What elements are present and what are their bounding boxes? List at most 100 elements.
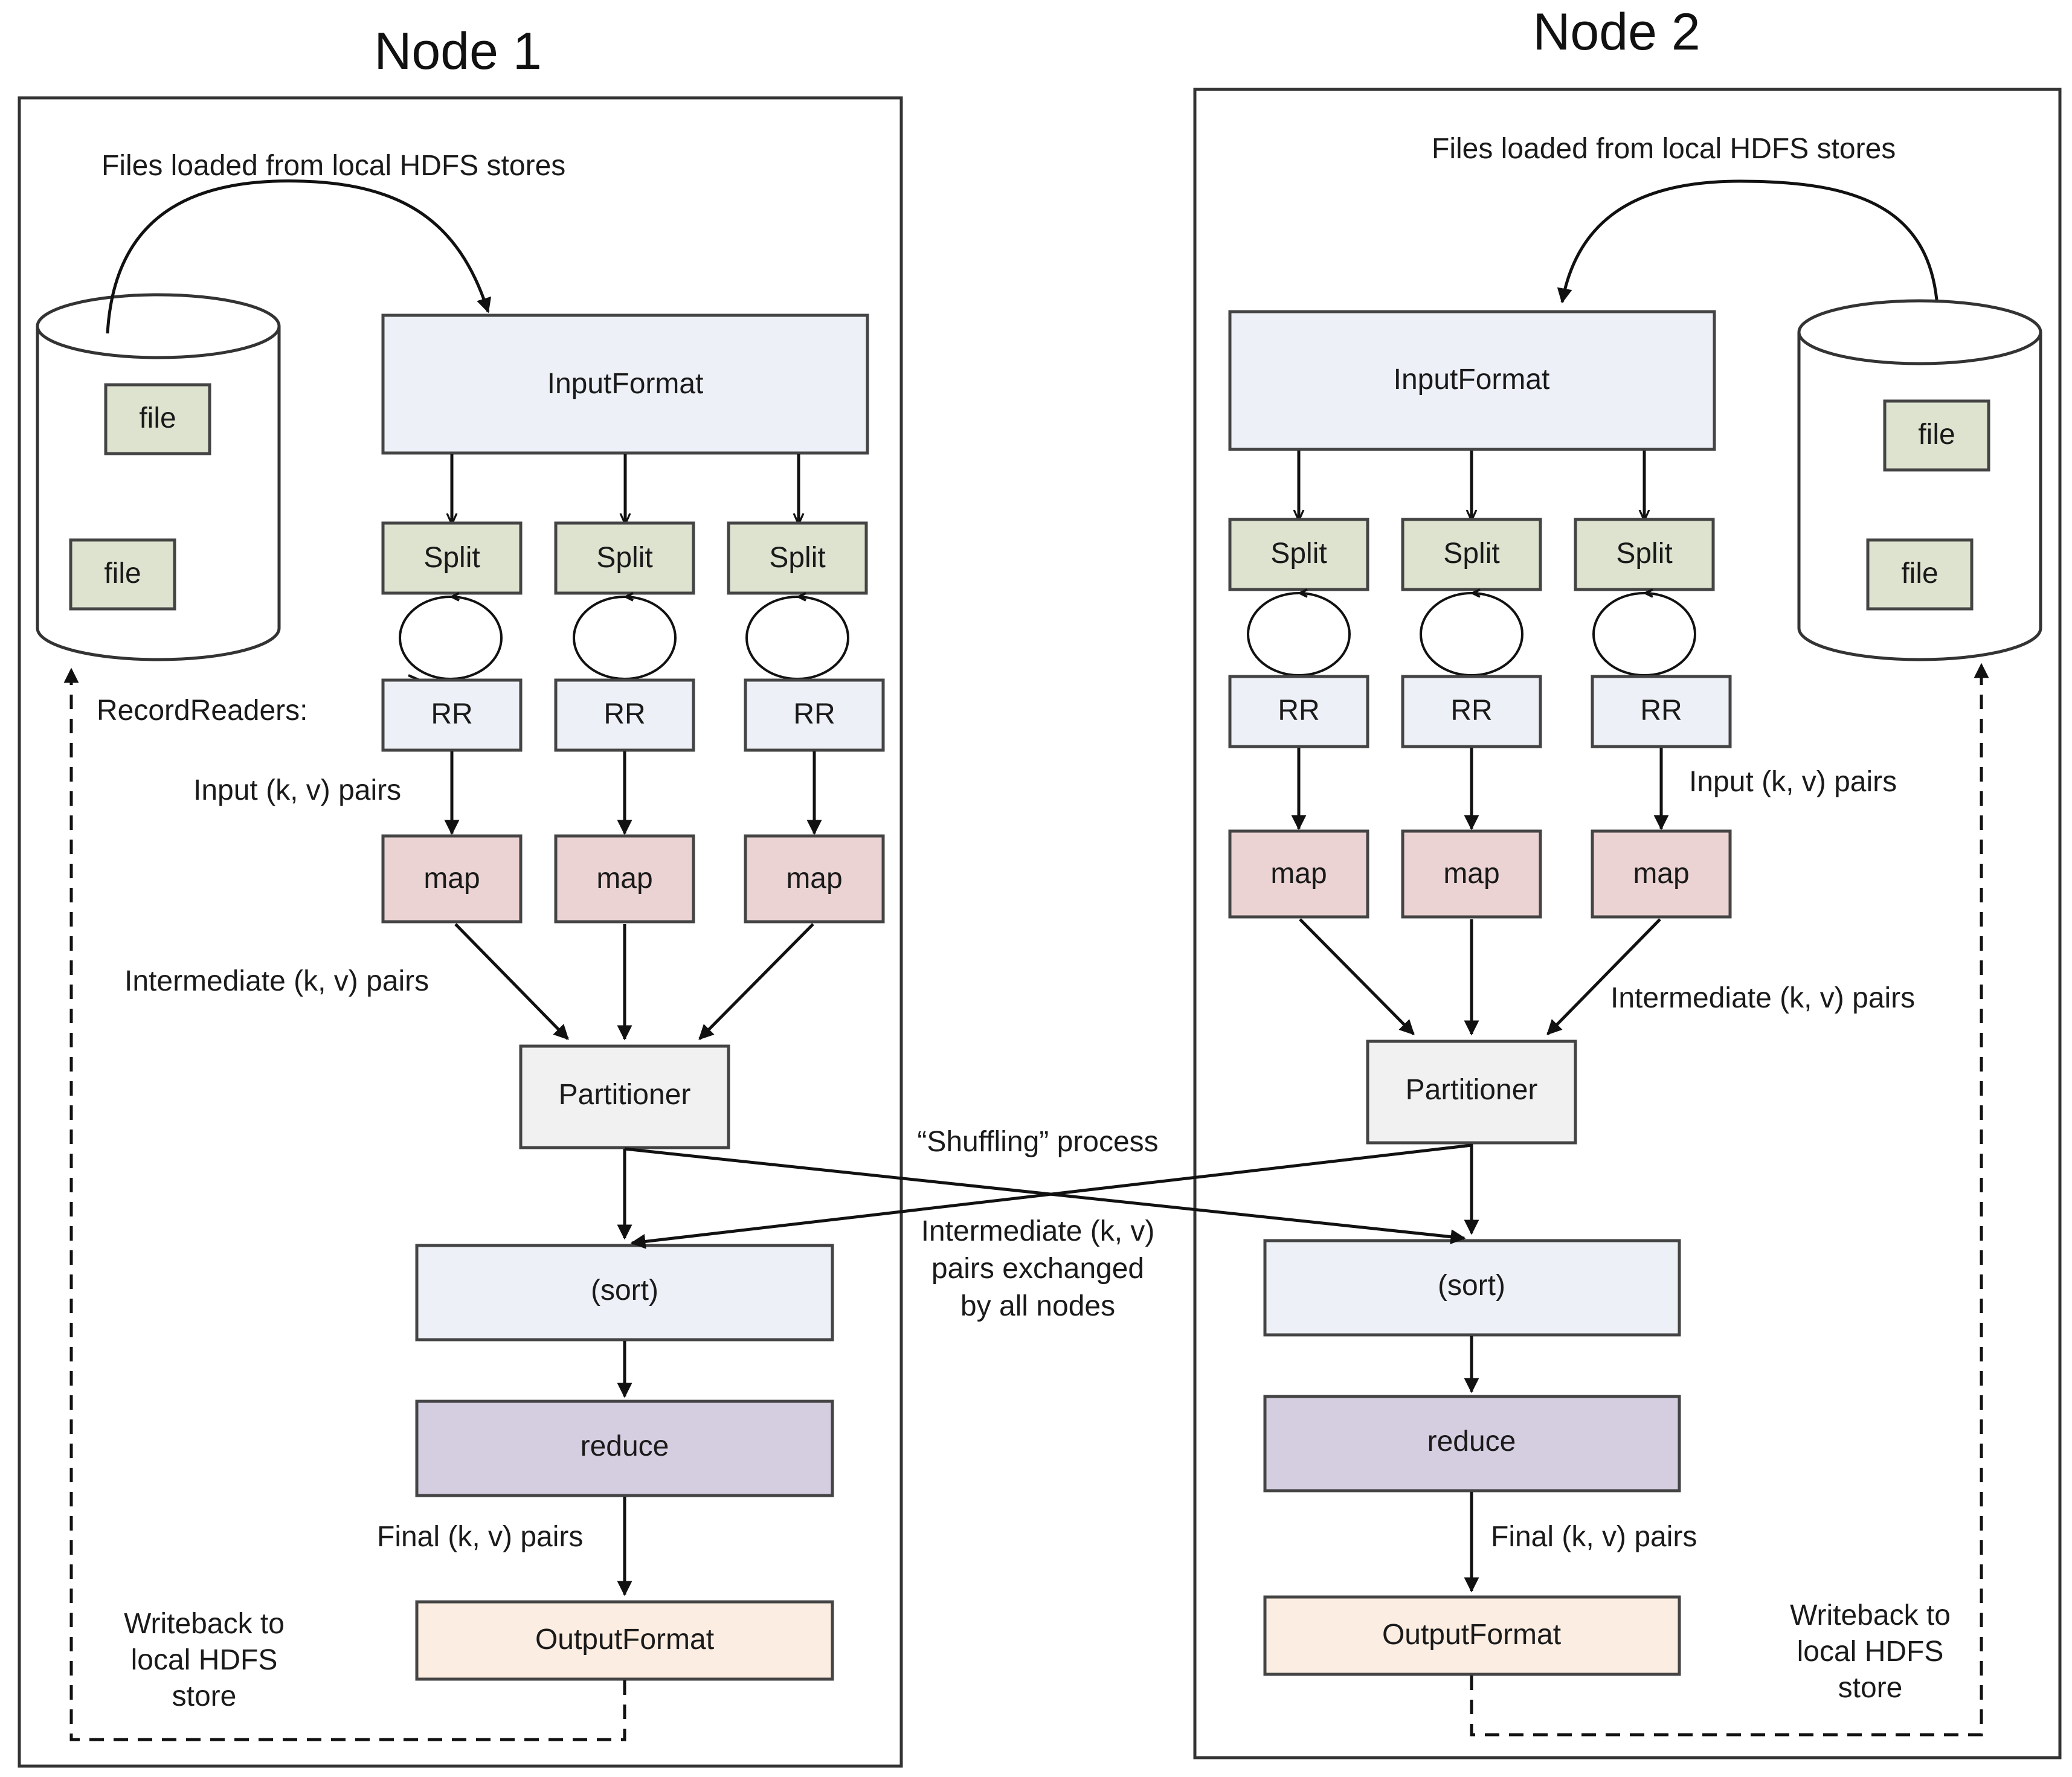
node-1-file-box: [104, 383, 211, 455]
node-2-file-label: file: [1918, 419, 1955, 451]
node-1-arrow: [698, 923, 814, 1040]
node-1-reduce-label: reduce: [581, 1430, 669, 1462]
node-2-outputformat-label: OutputFormat: [1382, 1619, 1561, 1651]
node-2-split-rr-loop: [1592, 588, 1696, 676]
node-1-file-label: file: [139, 402, 176, 434]
node-2-split-box: [1228, 518, 1369, 591]
node-1-writeback-line: [63, 667, 626, 1741]
node-1-rr-label: RR: [603, 698, 645, 730]
node-2-file-label: file: [1901, 558, 1938, 590]
node-2-split-label: Split: [1443, 538, 1499, 570]
node-2-split-box: [1574, 518, 1715, 591]
node-2-map-box: [1591, 829, 1732, 919]
node-2-reduce-label: reduce: [1427, 1425, 1516, 1457]
node-2-map-box: [1228, 829, 1369, 919]
node-2-partitioner-box: [1366, 1040, 1577, 1145]
node-1-writeback-label: store: [172, 1680, 237, 1712]
node-2-rr-box: [1401, 675, 1542, 748]
node-1-writeback-label: local HDFS: [131, 1644, 278, 1676]
node-1-split-label: Split: [423, 542, 480, 574]
node-1-rr-label: RR: [793, 698, 835, 730]
node-2-reduce-box: [1263, 1395, 1681, 1493]
shuffle-title: “Shuffling” process: [917, 1126, 1158, 1158]
node-1-rr-box: [381, 678, 523, 752]
node-1-file-box: [69, 538, 176, 611]
node-2-file-box: [1883, 399, 1990, 472]
node-2-arrow: [1299, 918, 1415, 1035]
node-1-reduce-box: [415, 1399, 834, 1497]
node-2-map-box: [1401, 829, 1542, 919]
node-1-arrow: [454, 923, 569, 1040]
node-2-load-arrow: [1557, 179, 1940, 327]
node-1-title: Node 1: [374, 22, 541, 80]
node-1-split-box: [381, 521, 523, 595]
node-1-outputformat-box: [415, 1600, 834, 1681]
node-1-map-box: [554, 834, 695, 924]
node-1-final-label: Final (k, v) pairs: [377, 1521, 583, 1553]
node-2-split-box: [1401, 518, 1542, 591]
node-1-frame: [18, 96, 903, 1768]
node-2-intermediate-label: Intermediate (k, v) pairs: [1610, 982, 1915, 1014]
node-2-writeback-label: local HDFS: [1797, 1636, 1944, 1668]
node-2: Node 2 Files loaded from local HDFS stor…: [1193, 3, 2062, 1759]
node-1-split-rr-loop: [573, 592, 677, 680]
node-1-split-rr-loop: [745, 592, 849, 680]
node-2-map-label: map: [1270, 858, 1327, 890]
node-1-split-label: Split: [769, 542, 825, 574]
node-2-partitioner-label: Partitioner: [1406, 1074, 1538, 1106]
shuffle-arrow-node2-to-node1: [630, 1143, 1472, 1249]
node-2-rr-label: RR: [1278, 695, 1319, 727]
node-2-rr-box: [1591, 675, 1732, 748]
node-1-map-box: [381, 834, 523, 924]
node-2-map-label: map: [1633, 858, 1689, 890]
node-2-split-label: Split: [1616, 538, 1672, 570]
node-2-input-pairs-label: Input (k, v) pairs: [1689, 766, 1897, 798]
node-1-partitioner-box: [519, 1044, 730, 1149]
node-2-sort-box: [1263, 1239, 1681, 1337]
node-1-map-label: map: [596, 863, 652, 895]
node-1-rr-box: [744, 678, 885, 752]
node-2-frame: [1193, 88, 2062, 1759]
node-2-split-label: Split: [1270, 538, 1327, 570]
node-1-map-label: map: [786, 863, 842, 895]
node-1-load-arrow: [106, 179, 492, 334]
node-2-inputformat-label: InputFormat: [1394, 364, 1550, 396]
shuffle: “Shuffling” process Intermediate (k, v) …: [624, 1126, 1472, 1322]
node-1-rr-label: RR: [431, 698, 472, 730]
node-2-arrow: [1546, 918, 1661, 1035]
node-2-writeback-label: store: [1838, 1672, 1903, 1704]
node-1-map-box: [744, 834, 885, 924]
node-1-files-caption: Files loaded from local HDFS stores: [101, 150, 565, 182]
shuffle-description: pairs exchanged: [931, 1253, 1144, 1285]
node-1-partitioner-label: Partitioner: [559, 1079, 691, 1111]
node-1-input-pairs-label: Input (k, v) pairs: [193, 774, 401, 806]
node-1-inputformat-label: InputFormat: [547, 368, 704, 400]
node-2-split-rr-loop: [1420, 588, 1523, 676]
node-2-rr-label: RR: [1450, 695, 1492, 727]
node-1-intermediate-label: Intermediate (k, v) pairs: [124, 965, 429, 997]
node-1-split-box: [727, 521, 868, 595]
node-2-map-label: map: [1443, 858, 1499, 890]
node-1-file-label: file: [104, 558, 141, 590]
node-1-map-label: map: [423, 863, 480, 895]
node-1-recordreaders-label: RecordReaders:: [97, 695, 308, 727]
node-1-split-box: [554, 521, 695, 595]
node-1: Node 1 Files loaded from local HDFS stor…: [18, 22, 903, 1768]
node-2-writeback-line: [1470, 663, 1989, 1737]
node-2-final-label: Final (k, v) pairs: [1491, 1521, 1697, 1553]
node-1-split-label: Split: [596, 542, 652, 574]
node-1-split-rr-loop: [399, 592, 503, 684]
shuffle-description: Intermediate (k, v): [921, 1215, 1155, 1247]
node-1-sort-box: [415, 1244, 834, 1342]
node-2-title: Node 2: [1533, 3, 1700, 61]
node-1-inputformat-box: [381, 313, 869, 455]
shuffle-description: by all nodes: [960, 1290, 1115, 1322]
node-2-outputformat-box: [1263, 1595, 1681, 1676]
node-1-sort-label: (sort): [591, 1274, 658, 1306]
node-2-split-rr-loop: [1247, 588, 1351, 676]
node-2-rr-box: [1228, 675, 1369, 748]
node-2-files-caption: Files loaded from local HDFS stores: [1432, 133, 1896, 165]
node-2-inputformat-box: [1228, 310, 1716, 451]
node-2-writeback-label: Writeback to: [1790, 1599, 1951, 1631]
node-1-writeback-label: Writeback to: [124, 1608, 285, 1640]
